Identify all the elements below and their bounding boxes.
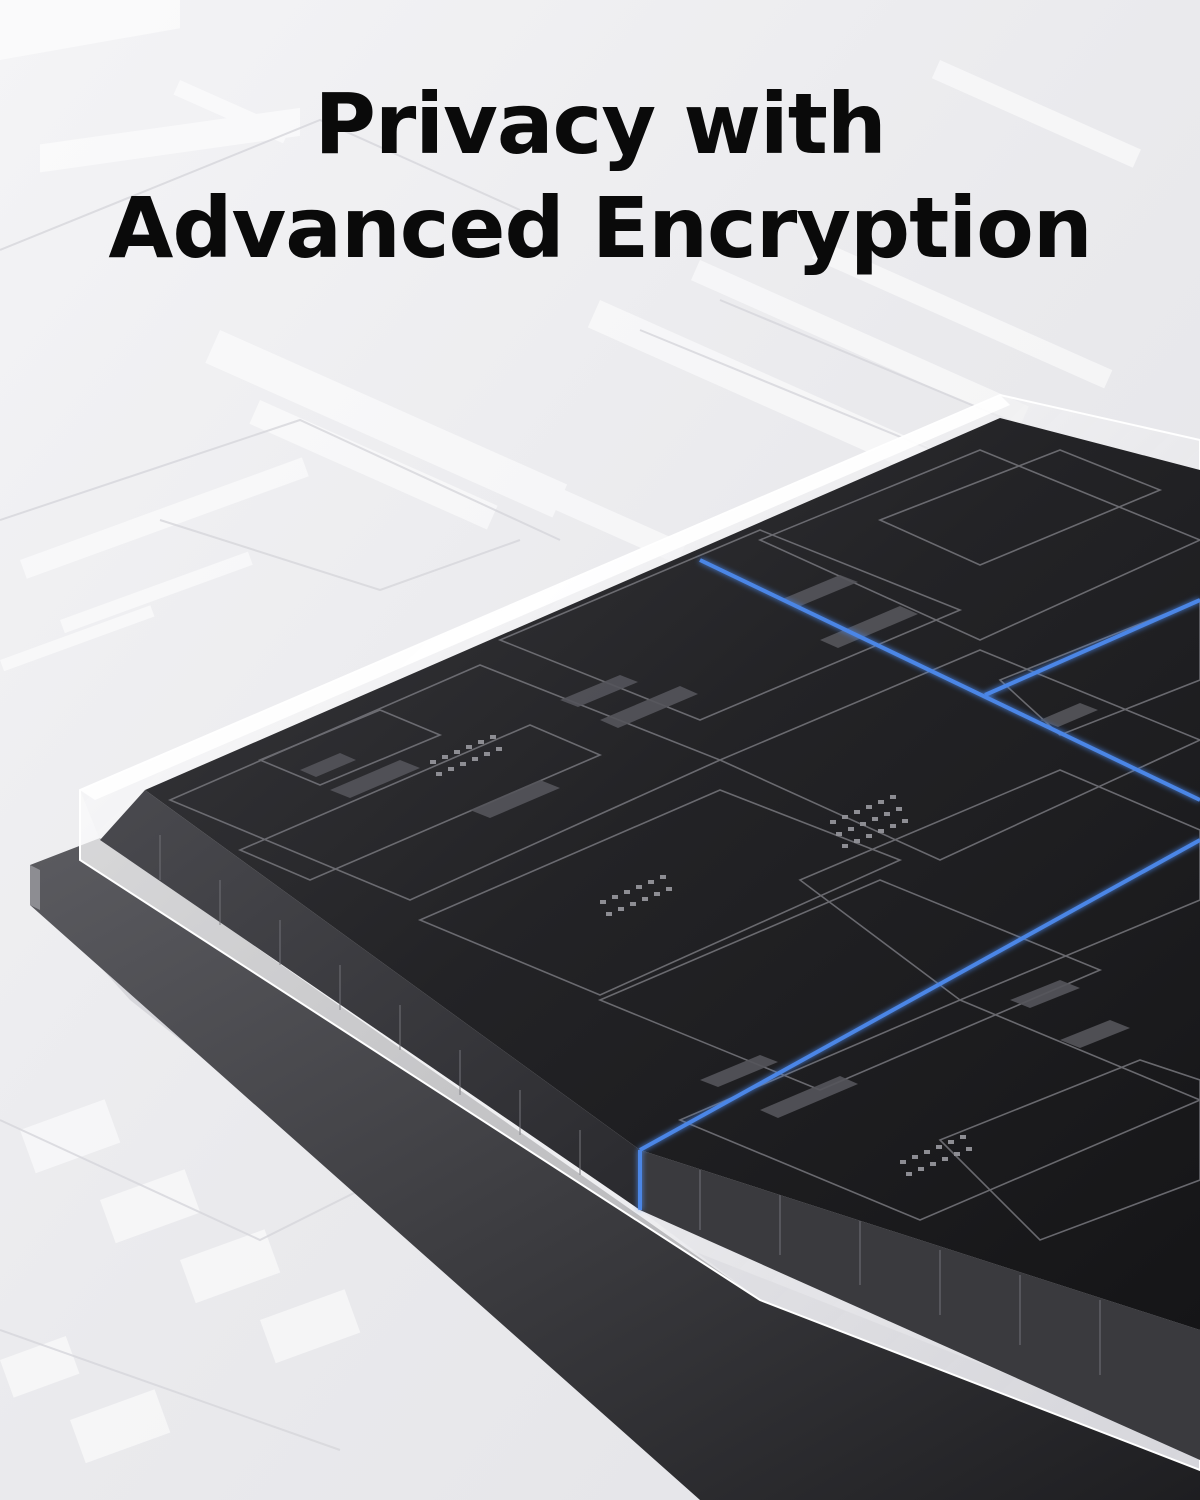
page-title: Privacy with Advanced Encryption <box>0 72 1200 280</box>
headline-line-2: Advanced Encryption <box>108 179 1092 277</box>
encryption-light-lines <box>638 558 1200 1210</box>
chip-circuit-blocks <box>167 449 1200 1241</box>
headline-line-1: Privacy with <box>314 75 886 173</box>
background-circuit-pattern <box>0 0 1141 1464</box>
chip-front-wall <box>100 790 640 1210</box>
chip-top-surface <box>145 418 1200 1330</box>
